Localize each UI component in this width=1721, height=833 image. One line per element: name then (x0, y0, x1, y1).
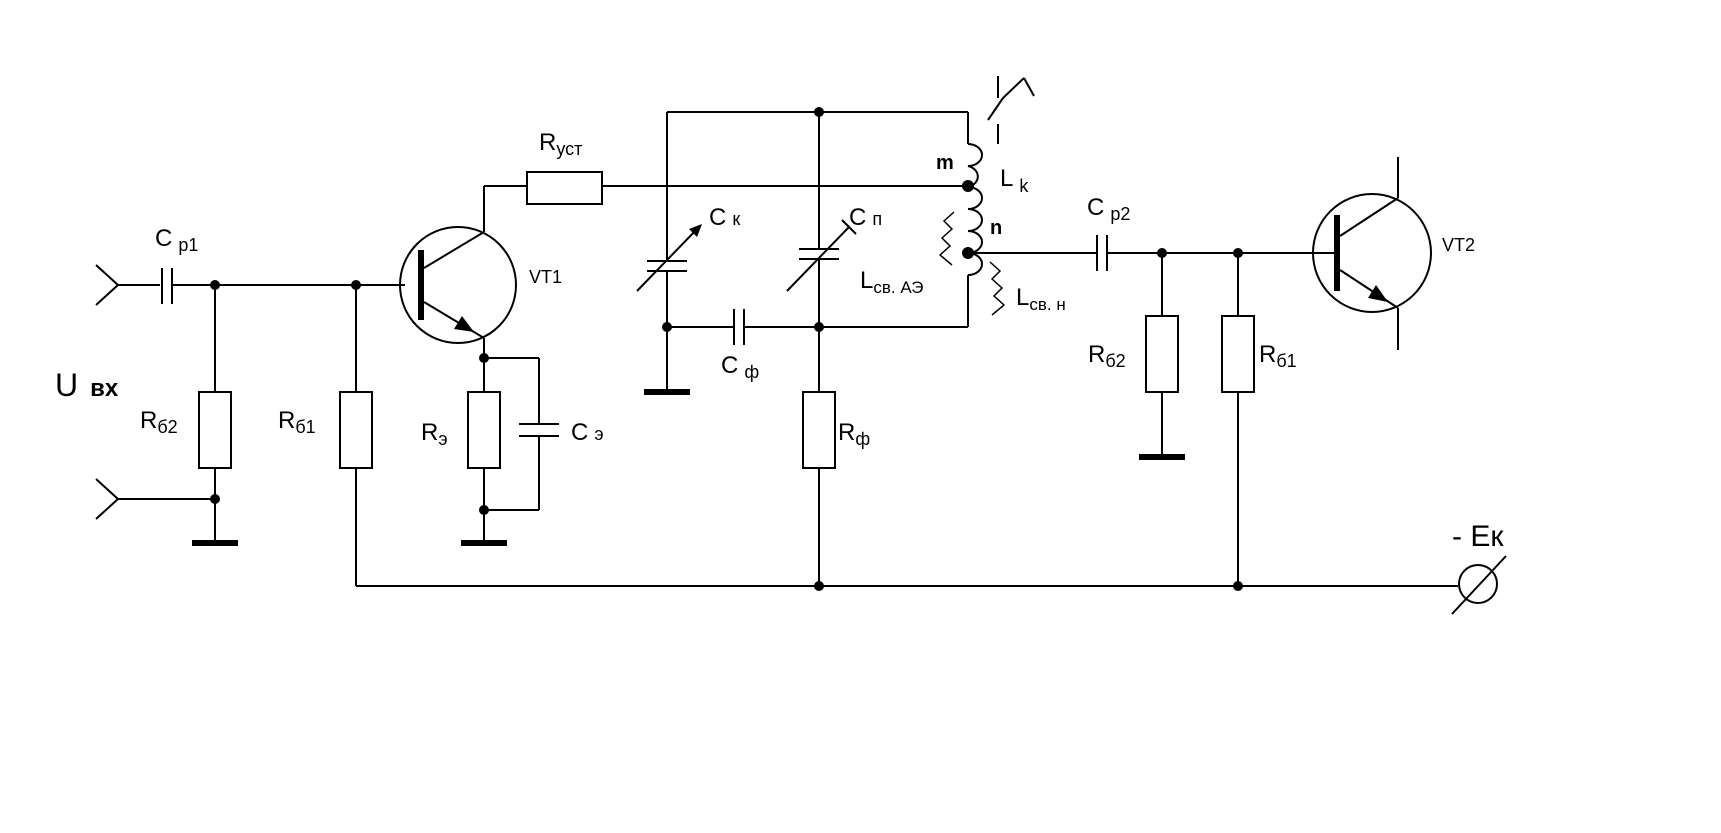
coupling-coil-load (989, 261, 1006, 316)
transistor-vt2 (1312, 157, 1432, 350)
resistor-rb1-left (339, 391, 373, 469)
antenna-symbol (987, 76, 1035, 144)
trimmer-capacitor-cp (786, 219, 857, 292)
inductor-lk (967, 112, 983, 327)
label-tap-m: m (936, 152, 954, 174)
label-vt2: VT2 (1442, 235, 1475, 255)
resistor-rb1-right (1221, 315, 1255, 393)
label-supply: - Ек (1452, 520, 1504, 553)
capacitor-cp1 (161, 268, 173, 304)
resistor-rust (526, 171, 603, 205)
transistor-vt1 (399, 226, 517, 344)
variable-capacitor-ck (636, 224, 702, 292)
label-rb2-left: Rб2 (140, 407, 178, 437)
label-rb2-right: Rб2 (1088, 341, 1126, 371)
capacitor-cp2 (1096, 235, 1108, 271)
label-tap-n: n (990, 217, 1002, 239)
supply-terminal (1451, 555, 1507, 615)
label-rust: Rуст (539, 129, 582, 159)
capacitor-ce (519, 423, 559, 437)
label-re: Rэ (421, 419, 448, 449)
capacitor-cf (733, 309, 745, 345)
label-rb1-right: Rб1 (1259, 341, 1297, 371)
coupling-coil-ae (938, 211, 955, 266)
label-lsv-ae: Lсв. АЭ (860, 267, 924, 297)
resistor-re (467, 391, 501, 469)
label-rb1-left: Rб1 (278, 407, 316, 437)
resistor-rb2-left (198, 391, 232, 469)
input-terminals (95, 264, 215, 520)
label-vt1: VT1 (529, 267, 562, 287)
resistor-rb2-right (1145, 315, 1179, 393)
resistor-rf (802, 391, 836, 469)
label-rf: Rф (838, 419, 870, 449)
junction-dots (210, 107, 1243, 591)
label-lsv-n: Lсв. н (1016, 284, 1066, 314)
